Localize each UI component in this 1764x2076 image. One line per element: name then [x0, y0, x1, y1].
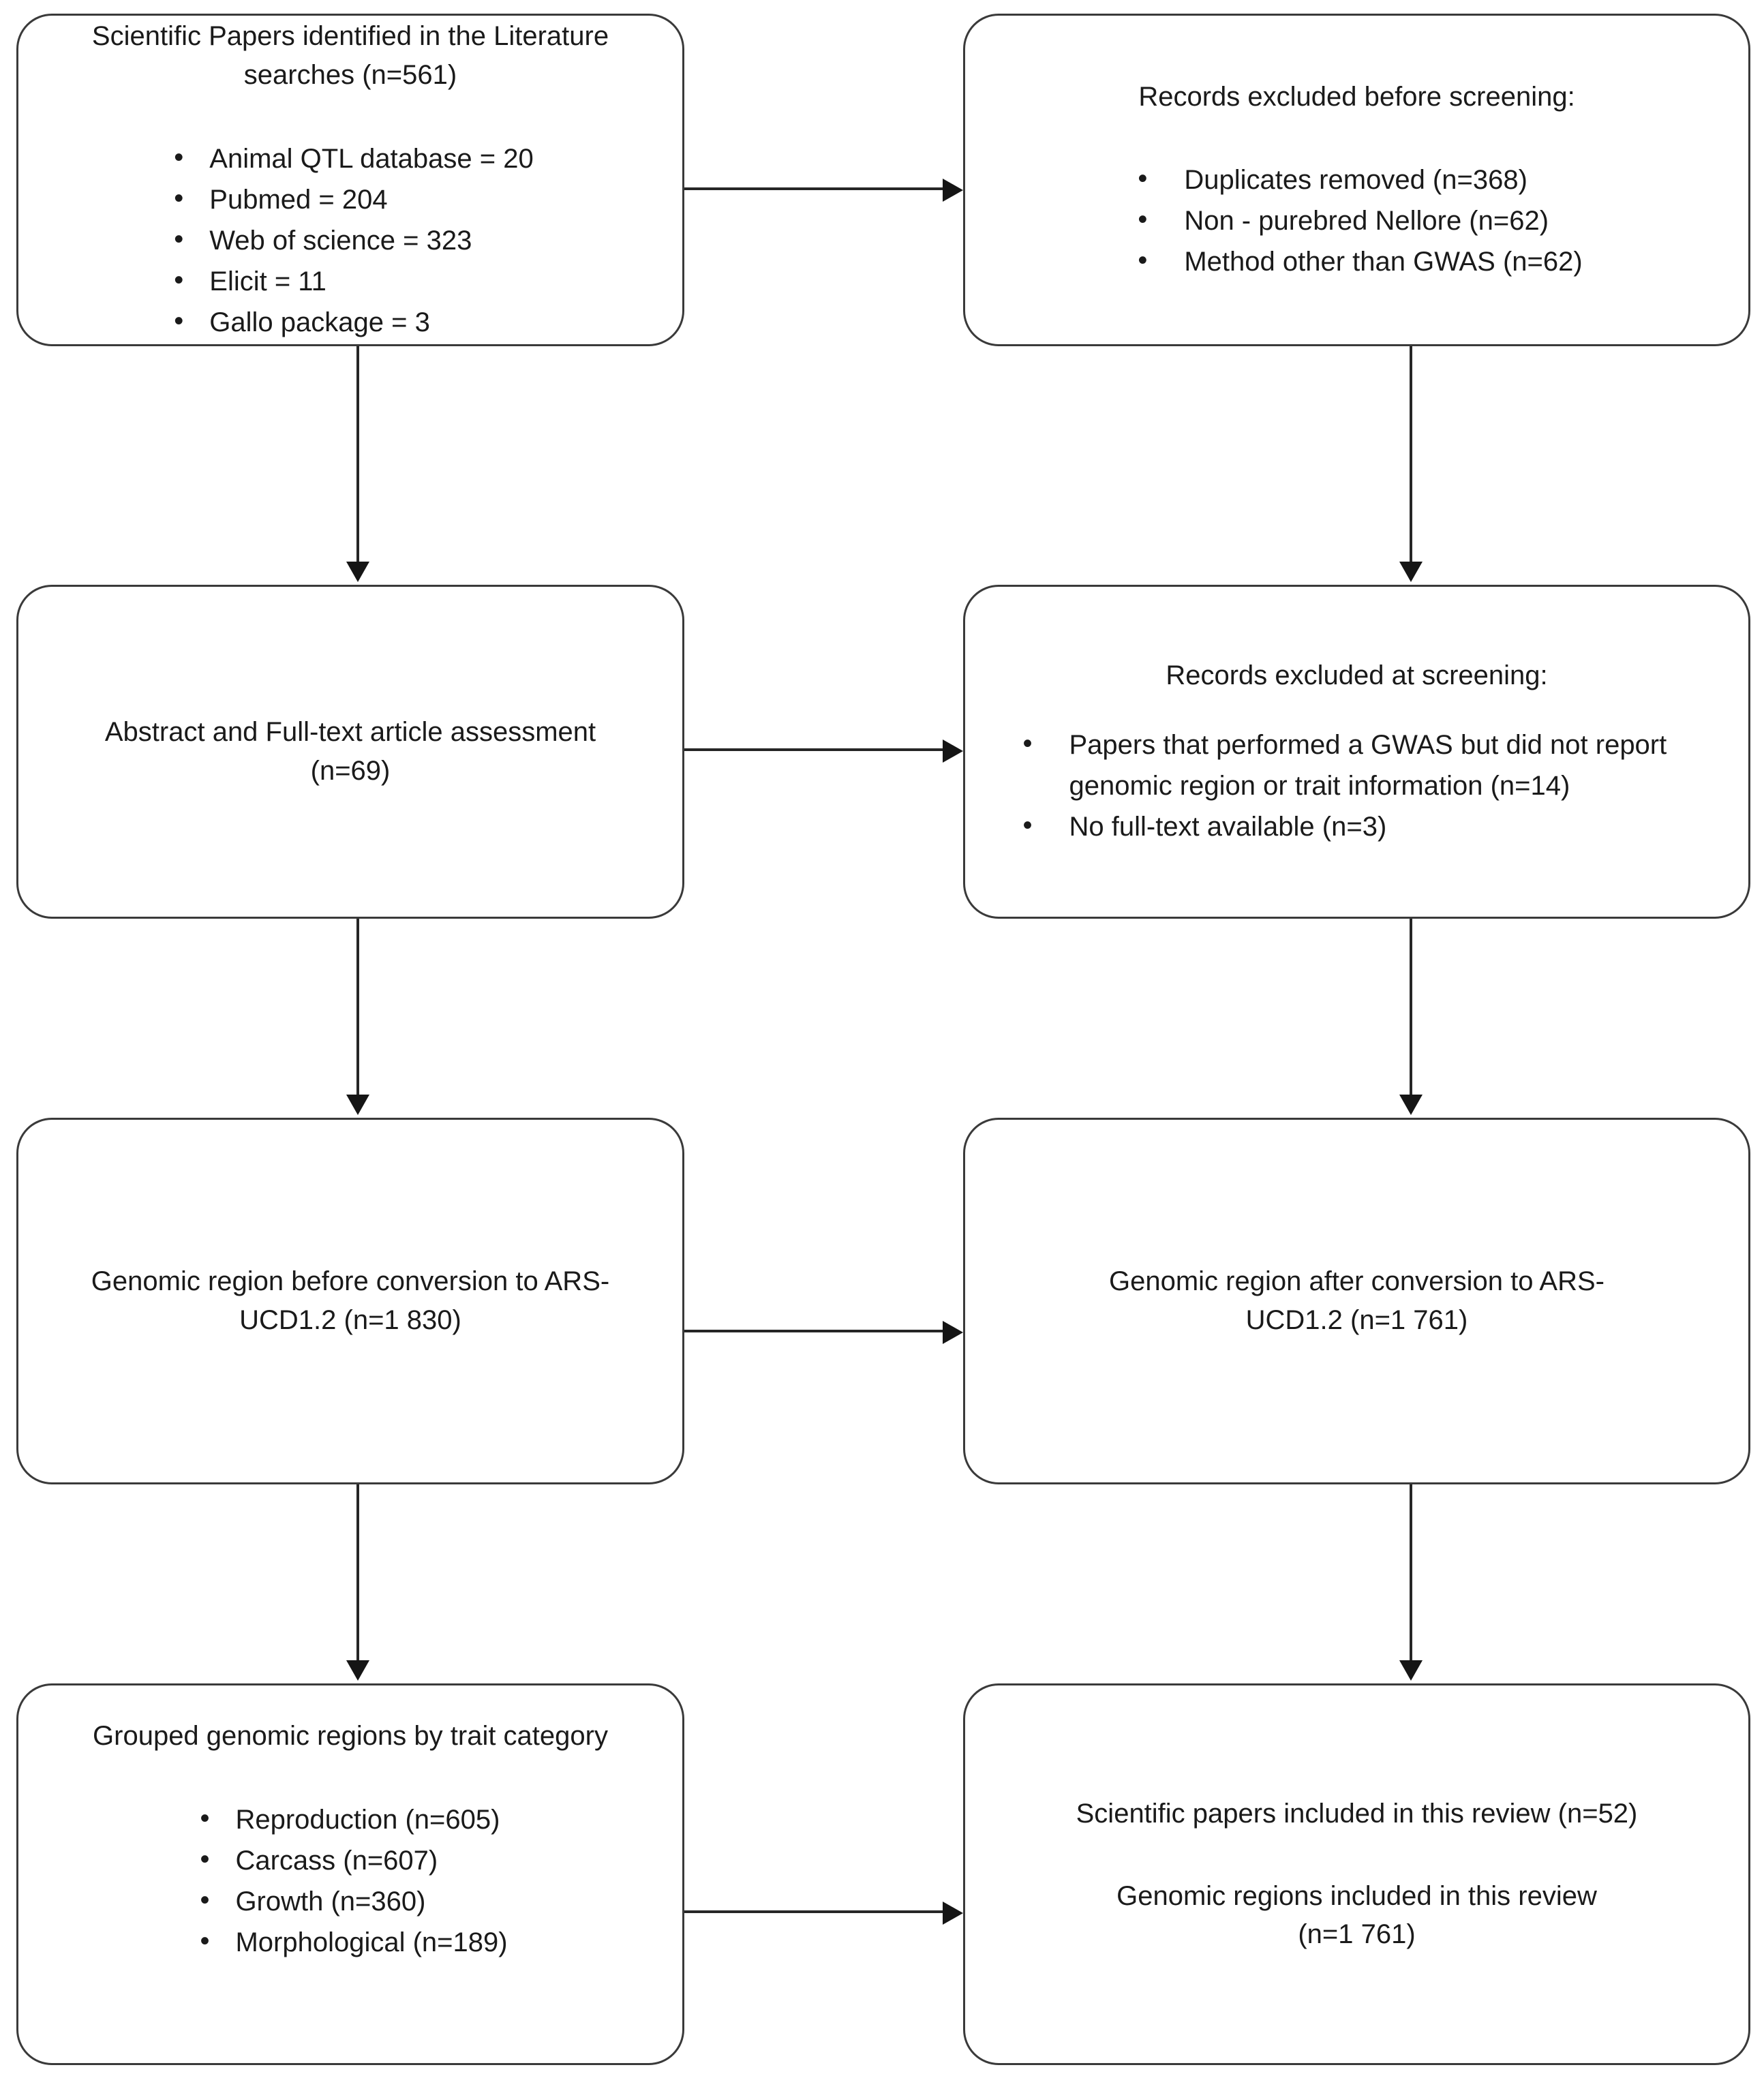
spacer — [965, 1833, 1748, 1877]
connector-before-conversion-to-after-conversion — [684, 1330, 945, 1332]
node-genomic-region-after-conversion-title: Genomic region after conversion to ARS- … — [1108, 1266, 1605, 1335]
node-genomic-region-before-conversion: Genomic region before conversion to ARS-… — [16, 1118, 684, 1484]
node-records-excluded-before-screening-list: Duplicates removed (n=368) Non - purebre… — [1131, 158, 1582, 282]
node-records-excluded-at-screening-list: Papers that performed a GWAS but did not… — [1016, 723, 1698, 847]
spacer — [965, 694, 1748, 724]
arrow-down-icon — [1399, 562, 1423, 582]
node-grouped-genomic-regions-list-wrap: Reproduction (n=605) Carcass (n=607) Gro… — [18, 1798, 682, 1963]
node-grouped-genomic-regions-title: Grouped genomic regions by trait categor… — [93, 1721, 608, 1751]
node-included-regions-line: Genomic regions included in this review … — [1116, 1880, 1597, 1950]
node-papers-identified-list: Animal QTL database = 20 Pubmed = 204 We… — [167, 137, 533, 343]
list-item: Duplicates removed (n=368) — [1131, 158, 1582, 200]
connector-grouped-to-included — [684, 1910, 945, 1913]
arrow-down-icon — [1399, 1660, 1423, 1681]
list-item: Papers that performed a GWAS but did not… — [1016, 723, 1698, 806]
arrow-right-icon — [943, 179, 963, 202]
arrow-right-icon — [943, 1902, 963, 1925]
connector-after-conversion-to-included — [1410, 1484, 1412, 1663]
list-item: Reproduction (n=605) — [193, 1798, 507, 1840]
arrow-right-icon — [943, 1321, 963, 1344]
list-item: Gallo package = 3 — [167, 301, 533, 343]
list-item: Animal QTL database = 20 — [167, 137, 533, 179]
list-item: Pubmed = 204 — [167, 178, 533, 220]
node-included-in-review: Scientific papers included in this revie… — [963, 1683, 1750, 2065]
spacer — [965, 116, 1748, 159]
node-records-excluded-before-screening-title: Records excluded before screening: — [1138, 81, 1575, 112]
node-abstract-fulltext-assessment-title: Abstract and Full-text article assessmen… — [104, 717, 596, 786]
connector-excluded-before-to-excluded-screening — [1410, 346, 1412, 564]
node-genomic-region-before-conversion-title: Genomic region before conversion to ARS-… — [91, 1266, 610, 1335]
list-item: Elicit = 11 — [167, 260, 533, 302]
arrow-down-icon — [346, 562, 369, 582]
list-item: Morphological (n=189) — [193, 1921, 507, 1963]
arrow-right-icon — [943, 739, 963, 763]
node-records-excluded-before-screening-list-wrap: Duplicates removed (n=368) Non - purebre… — [965, 158, 1748, 282]
node-records-excluded-at-screening-list-wrap: Papers that performed a GWAS but did not… — [965, 723, 1748, 847]
node-records-excluded-before-screening: Records excluded before screening: Dupli… — [963, 14, 1750, 346]
spacer — [18, 95, 682, 138]
node-papers-identified-title: Scientific Papers identified in the Lite… — [91, 21, 609, 90]
connector-assessment-to-excluded-screening — [684, 748, 945, 751]
list-item: Web of science = 323 — [167, 219, 533, 261]
node-records-excluded-at-screening-title: Records excluded at screening: — [1166, 660, 1548, 690]
node-papers-identified: Scientific Papers identified in the Lite… — [16, 14, 684, 346]
connector-assessment-to-before-conversion — [356, 919, 359, 1097]
node-genomic-region-after-conversion: Genomic region after conversion to ARS- … — [963, 1118, 1750, 1484]
list-item: Method other than GWAS (n=62) — [1131, 240, 1582, 282]
node-records-excluded-at-screening: Records excluded at screening: Papers th… — [963, 585, 1750, 919]
list-item: Non - purebred Nellore (n=62) — [1131, 199, 1582, 241]
connector-excluded-screening-to-after-conversion — [1410, 919, 1412, 1097]
arrow-down-icon — [346, 1095, 369, 1115]
list-item: Carcass (n=607) — [193, 1839, 507, 1881]
node-papers-identified-list-wrap: Animal QTL database = 20 Pubmed = 204 We… — [18, 137, 682, 343]
connector-identified-to-excluded-before — [684, 187, 945, 190]
list-item: No full-text available (n=3) — [1016, 805, 1698, 847]
spacer — [18, 1756, 682, 1799]
arrow-down-icon — [1399, 1095, 1423, 1115]
arrow-down-icon — [346, 1660, 369, 1681]
node-abstract-fulltext-assessment: Abstract and Full-text article assessmen… — [16, 585, 684, 919]
node-grouped-genomic-regions-list: Reproduction (n=605) Carcass (n=607) Gro… — [193, 1798, 507, 1963]
connector-before-conversion-to-grouped — [356, 1484, 359, 1663]
list-item: Growth (n=360) — [193, 1880, 507, 1922]
node-included-papers-line: Scientific papers included in this revie… — [1076, 1798, 1638, 1829]
connector-identified-to-assessment — [356, 346, 359, 564]
node-grouped-genomic-regions: Grouped genomic regions by trait categor… — [16, 1683, 684, 2065]
